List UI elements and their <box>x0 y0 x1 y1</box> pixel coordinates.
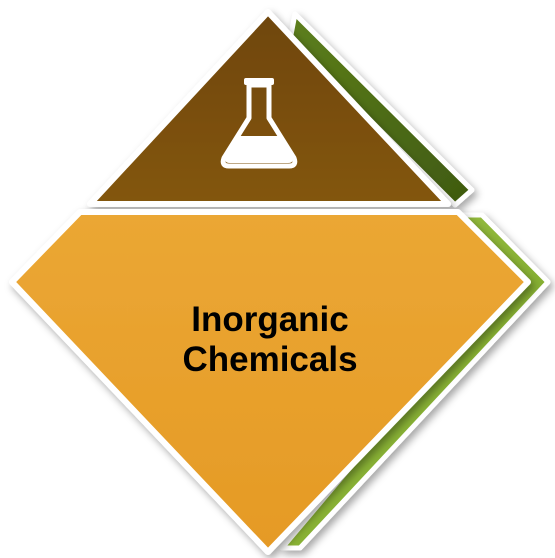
label-line-2: Chemicals <box>182 340 358 379</box>
label-line-1: Inorganic <box>191 300 349 339</box>
flask-icon <box>220 78 298 169</box>
main-diamond <box>9 209 531 555</box>
back-shadow-top <box>287 11 475 208</box>
diagram-label: Inorganic Chemicals <box>120 300 420 380</box>
